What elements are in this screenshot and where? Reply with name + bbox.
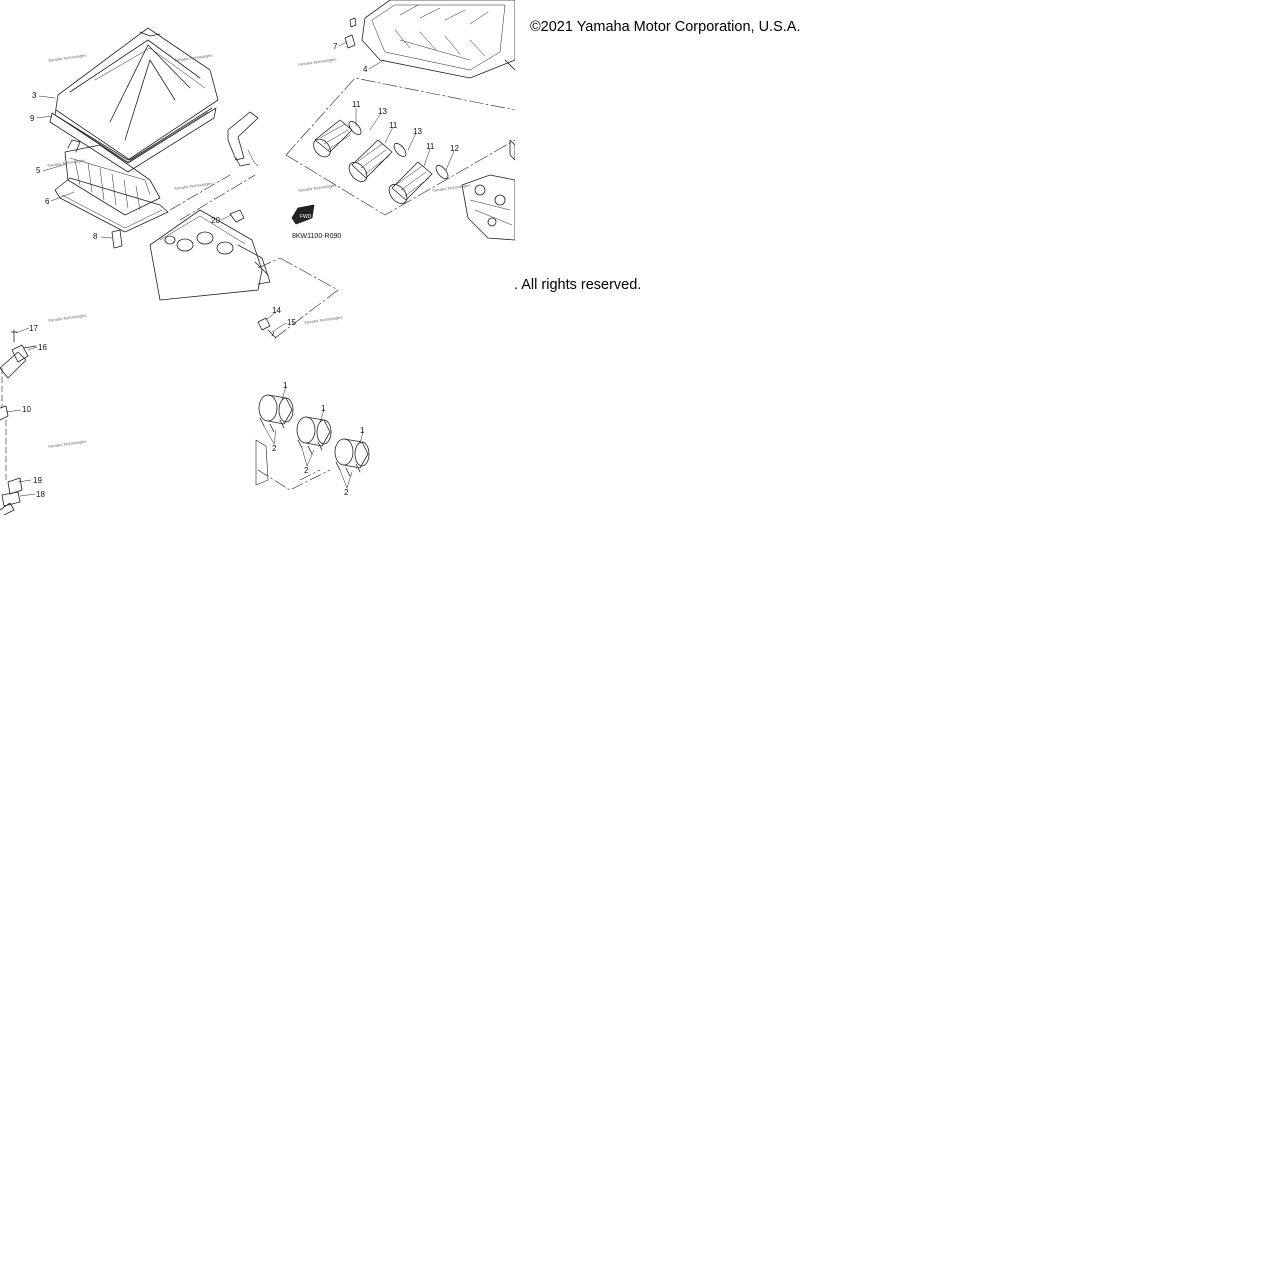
callout-13-a: 13: [378, 107, 387, 116]
svg-text:Yamaha Technologies: Yamaha Technologies: [47, 53, 86, 63]
air-filter-5: [64, 139, 161, 216]
svg-text:Yamaha Technologies: Yamaha Technologies: [303, 315, 342, 325]
watermarks: Yamaha Technologies Yamaha Technologies …: [46, 53, 470, 449]
callout-11-a: 11: [352, 100, 361, 109]
svg-text:Yamaha Technologies: Yamaha Technologies: [46, 158, 85, 168]
fitting-18-19: [0, 477, 23, 515]
joint-1-b: [296, 416, 332, 455]
svg-text:Yamaha Technologies: Yamaha Technologies: [297, 183, 336, 193]
callout-19: 19: [33, 476, 42, 485]
guide-lines-lower: [257, 469, 331, 491]
leader-lines: [5, 41, 455, 497]
intake-duct-11-a: [313, 119, 362, 158]
parts-diagram: FWD: [0, 0, 515, 515]
clip-7: [344, 34, 356, 49]
callout-14: 14: [272, 306, 281, 315]
intake-plenum: [361, 0, 515, 79]
callout-7: 7: [333, 42, 338, 51]
fitting-16: [11, 344, 37, 363]
throttle-body: [461, 139, 515, 241]
guide-box-ducts: [285, 77, 515, 216]
callout-2-b: 2: [304, 466, 309, 475]
callout-17: 17: [29, 324, 38, 333]
callout-15: 15: [287, 318, 296, 327]
callout-13-b: 13: [413, 127, 422, 136]
guide-lines-left: [169, 174, 256, 221]
callout-1-c: 1: [360, 426, 365, 435]
fwd-arrow-icon: FWD: [291, 204, 315, 225]
intake-duct-11-b: [348, 139, 407, 182]
callout-11-b: 11: [389, 121, 398, 130]
filter-tray-6: [54, 177, 169, 233]
joint-1-a: [258, 394, 294, 433]
svg-text:Yamaha Technologies: Yamaha Technologies: [173, 181, 212, 191]
manifold-fragment: [255, 439, 269, 486]
callout-6: 6: [45, 197, 50, 206]
rights-notice: . All rights reserved.: [514, 277, 642, 293]
callout-18: 18: [36, 490, 45, 499]
copyright-notice: ©2021 Yamaha Motor Corporation, U.S.A.: [530, 19, 801, 35]
callout-16: 16: [38, 343, 47, 352]
guide-box-mid: [257, 257, 339, 339]
callout-11-c: 11: [426, 142, 435, 151]
callout-1-a: 1: [283, 381, 288, 390]
svg-text:Yamaha Technologies: Yamaha Technologies: [47, 439, 86, 449]
joint-1-c: [334, 438, 370, 477]
screw-17: [10, 329, 18, 343]
callouts: 3 9 5 6 8 7 4 11 13 11 13 11 12 20 14 15…: [22, 42, 459, 499]
hose-10: [0, 351, 27, 481]
svg-text:Yamaha Technologies: Yamaha Technologies: [47, 313, 86, 323]
svg-text:FWD: FWD: [300, 214, 312, 220]
airbox-cover: [54, 27, 219, 161]
fitting-20: [229, 209, 245, 223]
callout-8: 8: [93, 232, 98, 241]
callout-2-a: 2: [272, 444, 277, 453]
bolt-14: [257, 317, 271, 331]
svg-text:Yamaha Technologies: Yamaha Technologies: [431, 183, 470, 193]
svg-text:Yamaha Technologies: Yamaha Technologies: [173, 53, 212, 63]
callout-3: 3: [32, 91, 37, 100]
part-code: 8KW1100-R090: [292, 233, 341, 240]
callout-4: 4: [363, 65, 368, 74]
intake-duct-11-c: [388, 161, 449, 204]
callout-9: 9: [30, 114, 35, 123]
callout-2-c: 2: [344, 488, 349, 497]
callout-12: 12: [450, 144, 459, 153]
callout-10: 10: [22, 405, 31, 414]
callout-5: 5: [36, 166, 41, 175]
airbox-base: [149, 209, 271, 301]
svg-text:Yamaha Technologies: Yamaha Technologies: [297, 57, 336, 67]
grommet-8: [111, 229, 123, 249]
callout-20: 20: [211, 216, 220, 225]
breather-hose: [227, 111, 259, 167]
callout-1-b: 1: [321, 404, 326, 413]
gasket-9: [49, 107, 217, 173]
